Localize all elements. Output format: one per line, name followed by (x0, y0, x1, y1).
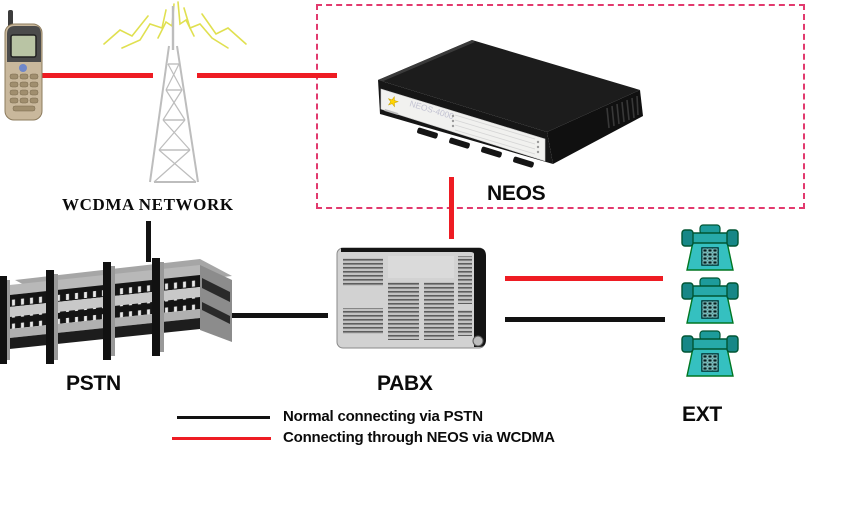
pstn-building-icon (0, 258, 232, 364)
neos-label: NEOS (487, 182, 546, 205)
pabx-label: PABX (377, 372, 433, 395)
desk-phone-icon (681, 277, 739, 324)
mobile-phone-icon (4, 10, 43, 121)
radio-waves-icon (103, 1, 247, 49)
desk-phone-icon (681, 330, 739, 377)
svg-text:★: ★ (385, 93, 401, 111)
connection-mobile-to-tower-red (42, 73, 153, 78)
wcdma-network-label: WCDMA NETWORK (62, 195, 234, 214)
connection-wcdma-to-pstn-black (146, 221, 151, 262)
connection-neos-to-pabx-red (449, 177, 454, 239)
neos-boundary-box (316, 4, 805, 209)
neos-device-image: ★ NEOS-4000 (378, 40, 643, 168)
legend-label: Normal connecting via PSTN (283, 408, 483, 425)
legend-red-line-swatch (172, 437, 271, 440)
pabx-device-icon (336, 247, 486, 349)
connection-pabx-to-ext-black (505, 317, 665, 322)
pstn-label: PSTN (66, 372, 121, 395)
ext-label: EXT (682, 403, 722, 426)
connection-tower-to-neos-red (197, 73, 337, 78)
connection-pabx-to-ext-red (505, 276, 663, 281)
legend-item-wcdma: Connecting through NEOS via WCDMA (172, 429, 642, 449)
legend-item-pstn: Normal connecting via PSTN (177, 408, 597, 428)
radio-tower-icon (149, 6, 199, 183)
connection-pstn-to-pabx-black (228, 313, 328, 318)
legend-label: Connecting through NEOS via WCDMA (283, 429, 555, 446)
desk-phone-icon (681, 224, 739, 271)
legend-black-line-swatch (177, 416, 270, 419)
